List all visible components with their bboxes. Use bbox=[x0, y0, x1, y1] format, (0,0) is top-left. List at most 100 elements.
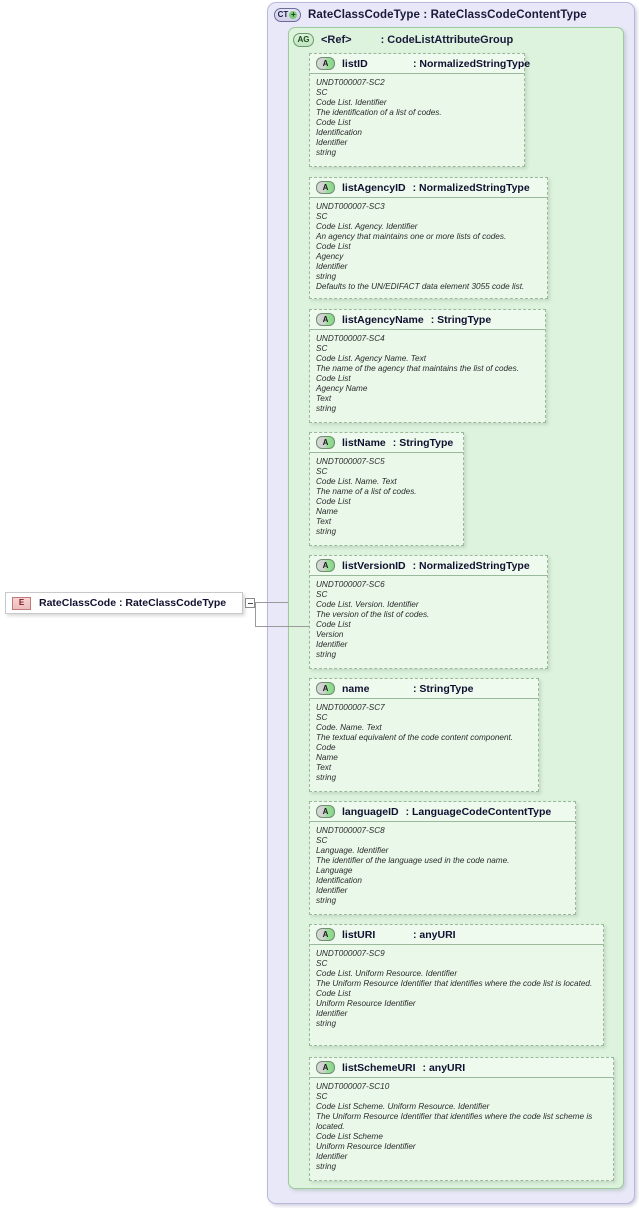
attribute-card[interactable]: A languageID : LanguageCodeContentType U… bbox=[309, 801, 576, 915]
attribute-body: UNDT000007-SC9 SC Code List. Uniform Res… bbox=[310, 945, 603, 1033]
attribute-line: Version bbox=[316, 630, 344, 639]
attribute-line: Text bbox=[316, 517, 332, 526]
complex-type-icon: CT+ bbox=[274, 7, 301, 22]
attribute-line: UNDT000007-SC8 bbox=[316, 826, 385, 835]
attribute-line: An agency that maintains one or more lis… bbox=[316, 232, 507, 241]
attribute-line: SC bbox=[316, 959, 328, 968]
attribute-line: UNDT000007-SC10 bbox=[316, 1082, 390, 1091]
attribute-line: UNDT000007-SC5 bbox=[316, 457, 385, 466]
attribute-line: Code List. Agency. Identifier bbox=[316, 222, 418, 231]
attribute-line: Identifier bbox=[316, 640, 348, 649]
attribute-icon: A bbox=[316, 805, 335, 818]
attribute-line: SC bbox=[316, 467, 328, 476]
attribute-header[interactable]: A listSchemeURI : anyURI bbox=[310, 1058, 613, 1078]
attribute-icon-label: A bbox=[322, 58, 329, 68]
connector-line-top bbox=[255, 602, 288, 603]
attribute-card[interactable]: A listAgencyID : NormalizedStringType UN… bbox=[309, 177, 548, 299]
attribute-name: listAgencyID bbox=[342, 181, 406, 194]
attribute-icon: A bbox=[316, 559, 335, 572]
attribute-icon: A bbox=[316, 57, 335, 70]
attribute-type: : NormalizedStringType bbox=[413, 57, 531, 70]
attribute-line: SC bbox=[316, 590, 328, 599]
attribute-line: Identification bbox=[316, 128, 362, 137]
attribute-line: SC bbox=[316, 836, 328, 845]
attribute-icon: A bbox=[316, 1061, 335, 1074]
attribute-line: string bbox=[316, 650, 337, 659]
attribute-line: Code. Name. Text bbox=[316, 723, 382, 732]
attribute-group-ref-label: <Ref> bbox=[321, 33, 352, 46]
attribute-line: SC bbox=[316, 88, 328, 97]
attribute-line: Code List. Agency Name. Text bbox=[316, 354, 426, 363]
attribute-line: Code List. Version. Identifier bbox=[316, 600, 419, 609]
element-icon-label: E bbox=[18, 598, 25, 607]
attribute-body: UNDT000007-SC7 SC Code. Name. Text The t… bbox=[310, 699, 538, 787]
attribute-line: Defaults to the UN/EDIFACT data element … bbox=[316, 282, 525, 291]
collapse-minus-icon[interactable] bbox=[245, 598, 255, 608]
attribute-icon-label: A bbox=[322, 683, 329, 693]
attribute-body: UNDT000007-SC5 SC Code List. Name. Text … bbox=[310, 453, 463, 541]
attribute-card[interactable]: A listName : StringType UNDT000007-SC5 S… bbox=[309, 432, 464, 546]
element-rateclasscode[interactable]: E RateClassCode : RateClassCodeType bbox=[5, 592, 243, 614]
attribute-header[interactable]: A listURI : anyURI bbox=[310, 925, 603, 945]
attribute-header[interactable]: A listVersionID : NormalizedStringType bbox=[310, 556, 547, 576]
attribute-line: Language. Identifier bbox=[316, 846, 389, 855]
attribute-type: : StringType bbox=[392, 436, 454, 449]
attribute-name: listID bbox=[342, 57, 368, 70]
attribute-header[interactable]: A listAgencyName : StringType bbox=[310, 310, 545, 330]
attribute-header[interactable]: A languageID : LanguageCodeContentType bbox=[310, 802, 575, 822]
attribute-line: Code List bbox=[316, 242, 351, 251]
attribute-header[interactable]: A listID : NormalizedStringType bbox=[310, 54, 530, 74]
attribute-line: SC bbox=[316, 713, 328, 722]
complex-type-icon-label: CT bbox=[277, 9, 289, 19]
attribute-header[interactable]: A name : StringType bbox=[310, 679, 538, 699]
attribute-line: string bbox=[316, 148, 337, 157]
attribute-card[interactable]: A listVersionID : NormalizedStringType U… bbox=[309, 555, 548, 669]
attribute-card[interactable]: A name : StringType UNDT000007-SC7 SC Co… bbox=[309, 678, 539, 792]
attribute-name: name bbox=[342, 682, 370, 695]
attribute-line: string bbox=[316, 896, 337, 905]
attribute-body: UNDT000007-SC10 SC Code List Scheme. Uni… bbox=[310, 1078, 613, 1176]
attribute-group-title: : CodeListAttributeGroup bbox=[380, 33, 514, 46]
attribute-card[interactable]: A listAgencyName : StringType UNDT000007… bbox=[309, 309, 546, 423]
attribute-line: UNDT000007-SC2 bbox=[316, 78, 385, 87]
attribute-line: Code List. Uniform Resource. Identifier bbox=[316, 969, 458, 978]
attribute-name: listVersionID bbox=[342, 559, 406, 572]
attribute-line: UNDT000007-SC9 bbox=[316, 949, 385, 958]
attribute-card[interactable]: A listSchemeURI : anyURI UNDT000007-SC10… bbox=[309, 1057, 614, 1181]
attribute-line: Code List. Name. Text bbox=[316, 477, 397, 486]
attribute-header[interactable]: A listName : StringType bbox=[310, 433, 463, 453]
attribute-name: listName bbox=[342, 436, 386, 449]
attribute-line: Identifier bbox=[316, 1152, 348, 1161]
attribute-header[interactable]: A listAgencyID : NormalizedStringType bbox=[310, 178, 547, 198]
attribute-card[interactable]: A listURI : anyURI UNDT000007-SC9 SC Cod… bbox=[309, 924, 604, 1046]
attribute-line: SC bbox=[316, 344, 328, 353]
attribute-line: Code List bbox=[316, 989, 351, 998]
attribute-line: Code List bbox=[316, 497, 351, 506]
complex-type-title: RateClassCodeType : RateClassCodeContent… bbox=[308, 8, 587, 21]
attribute-line: The version of the list of codes. bbox=[316, 610, 430, 619]
attribute-line: Agency bbox=[316, 252, 344, 261]
attribute-name: listURI bbox=[342, 928, 376, 941]
attribute-icon-label: A bbox=[322, 560, 329, 570]
attribute-group-header[interactable]: AG <Ref> : CodeListAttributeGroup bbox=[293, 31, 513, 48]
attribute-line: string bbox=[316, 272, 337, 281]
connector-line-vertical bbox=[255, 602, 256, 627]
attribute-line: Identifier bbox=[316, 138, 348, 147]
attribute-card[interactable]: A listID : NormalizedStringType UNDT0000… bbox=[309, 53, 530, 167]
expand-plus-icon[interactable]: + bbox=[289, 9, 298, 19]
attribute-line: The Uniform Resource Identifier that ide… bbox=[316, 979, 593, 988]
attribute-line: Uniform Resource Identifier bbox=[316, 1142, 416, 1151]
attribute-line: Code List Scheme. Uniform Resource. Iden… bbox=[316, 1102, 490, 1111]
attribute-group-icon: AG bbox=[293, 32, 314, 47]
element-label: RateClassCode : RateClassCodeType bbox=[39, 597, 227, 609]
attribute-icon-label: A bbox=[322, 929, 329, 939]
complex-type-header[interactable]: CT+ RateClassCodeType : RateClassCodeCon… bbox=[274, 5, 587, 24]
attribute-line: string bbox=[316, 1019, 337, 1028]
attribute-body: UNDT000007-SC3 SC Code List. Agency. Ide… bbox=[310, 198, 547, 296]
attribute-icon: A bbox=[316, 436, 335, 449]
attribute-type: : anyURI bbox=[422, 1061, 466, 1074]
attribute-body: UNDT000007-SC6 SC Code List. Version. Id… bbox=[310, 576, 547, 664]
attribute-line: Code List bbox=[316, 620, 351, 629]
attribute-line: The identifier of the language used in t… bbox=[316, 856, 510, 865]
